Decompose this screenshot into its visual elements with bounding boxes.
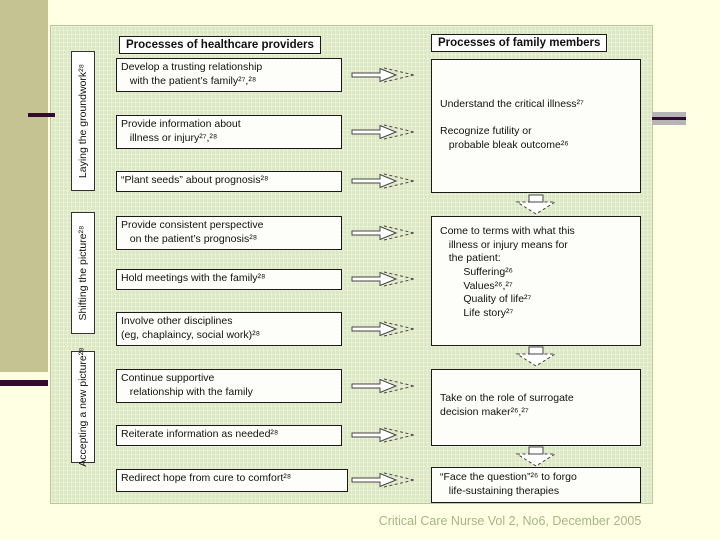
right-arrow-icon [350, 425, 428, 445]
family-step-box: Take on the role of surrogate decision m… [431, 369, 641, 446]
phase-label-text: Accepting a new picture²⁸ [77, 347, 89, 467]
provider-step-box: Develop a trusting relationship with the… [116, 58, 342, 92]
down-arrow-icon [509, 194, 563, 216]
provider-step-box: Provide consistent perspective on the pa… [116, 216, 342, 250]
left-accent-dash [28, 113, 55, 117]
flow-diagram: Processes of healthcare providers Proces… [50, 25, 653, 504]
phase-label-laying-groundwork: Laying the groundwork²⁸ [71, 51, 95, 191]
right-arrow-icon [350, 376, 428, 396]
source-caption: Critical Care Nurse Vol 2, No6, December… [378, 514, 642, 528]
right-arrow-icon [350, 65, 428, 85]
down-arrow-icon [509, 446, 563, 468]
right-accent-bar [652, 112, 686, 125]
phase-label-shifting-picture: Shifting the picture²⁸ [71, 212, 95, 334]
right-arrow-icon [350, 319, 428, 339]
phase-label-text: Shifting the picture²⁸ [77, 225, 89, 321]
family-step-box: Come to terms with what this illness or … [431, 216, 641, 346]
provider-step-box: “Plant seeds” about prognosis²⁸ [116, 171, 342, 192]
right-arrow-icon [350, 470, 428, 490]
provider-step-box: Continue supportive relationship with th… [116, 369, 342, 403]
right-accent-line [652, 117, 686, 120]
right-arrow-icon [350, 171, 428, 191]
right-arrow-icon [350, 122, 428, 142]
family-step-box: “Face the question”²⁶ to forgo life-sust… [431, 467, 641, 503]
phase-label-text: Laying the groundwork²⁸ [77, 63, 89, 179]
left-accent-underline [0, 380, 48, 386]
provider-step-box: Involve other disciplines (eg, chaplainc… [116, 312, 342, 346]
provider-step-box: Redirect hope from cure to comfort²⁸ [116, 469, 348, 492]
column-header-providers: Processes of healthcare providers [119, 36, 321, 54]
down-arrow-icon [509, 346, 563, 368]
right-arrow-icon [350, 269, 428, 289]
left-accent-bar [0, 0, 48, 372]
right-arrow-icon [350, 223, 428, 243]
provider-step-box: Reiterate information as needed²⁸ [116, 425, 342, 446]
family-step-box: Understand the critical illness²⁷ Recogn… [431, 59, 641, 193]
provider-step-box: Hold meetings with the family²⁸ [116, 269, 342, 290]
column-header-family: Processes of family members [431, 34, 608, 52]
phase-label-accepting-new-picture: Accepting a new picture²⁸ [71, 347, 95, 467]
provider-step-box: Provide information about illness or inj… [116, 115, 342, 149]
